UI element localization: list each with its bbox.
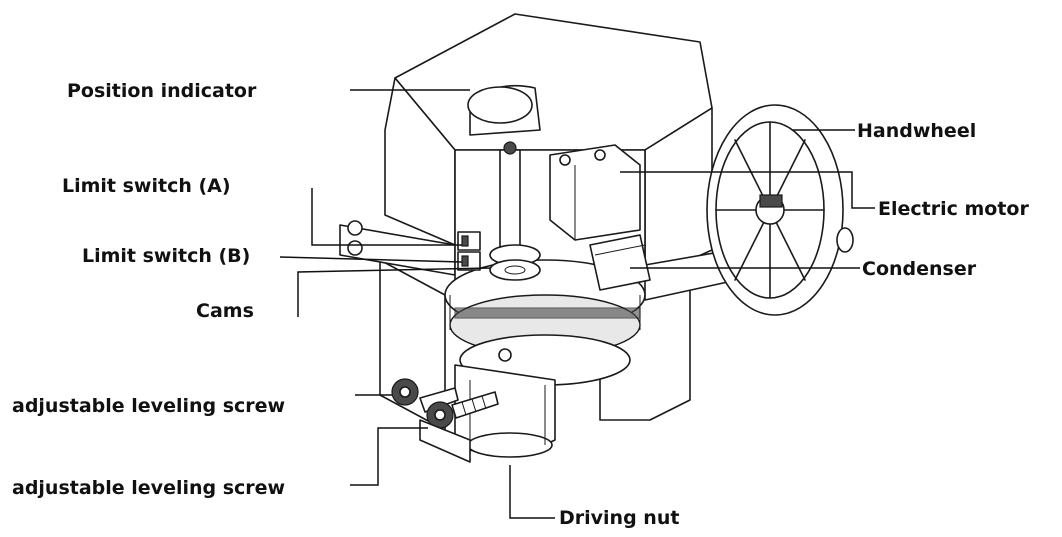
limit-switches bbox=[457, 231, 481, 271]
label-limit-switch-b: Limit switch (B) bbox=[82, 245, 251, 267]
condenser bbox=[589, 234, 651, 291]
central-shaft bbox=[489, 141, 541, 281]
label-cams: Cams bbox=[196, 300, 254, 322]
leader-leveling-screw-2 bbox=[350, 427, 428, 486]
label-condenser: Condenser bbox=[862, 258, 977, 280]
label-driving-nut: Driving nut bbox=[559, 507, 680, 529]
position-indicator-dial bbox=[467, 84, 541, 136]
leader-limit-switch-a bbox=[311, 188, 462, 246]
label-adjustable-leveling-screw-2: adjustable leveling screw bbox=[12, 477, 286, 499]
label-handwheel: Handwheel bbox=[857, 120, 977, 142]
label-limit-switch-a: Limit switch (A) bbox=[62, 175, 231, 197]
electric-motor bbox=[549, 144, 641, 241]
label-adjustable-leveling-screw-1: adjustable leveling screw bbox=[12, 395, 286, 417]
leader-driving-nut bbox=[509, 465, 555, 519]
label-position-indicator: Position indicator bbox=[67, 80, 257, 102]
leader-lines bbox=[279, 89, 875, 519]
leader-electric-motor bbox=[620, 171, 875, 209]
leveling-screws bbox=[391, 378, 499, 463]
leader-cams bbox=[297, 267, 491, 317]
leader-limit-switch-b bbox=[279, 256, 463, 263]
label-electric-motor: Electric motor bbox=[878, 198, 1029, 220]
handwheel bbox=[706, 104, 854, 316]
